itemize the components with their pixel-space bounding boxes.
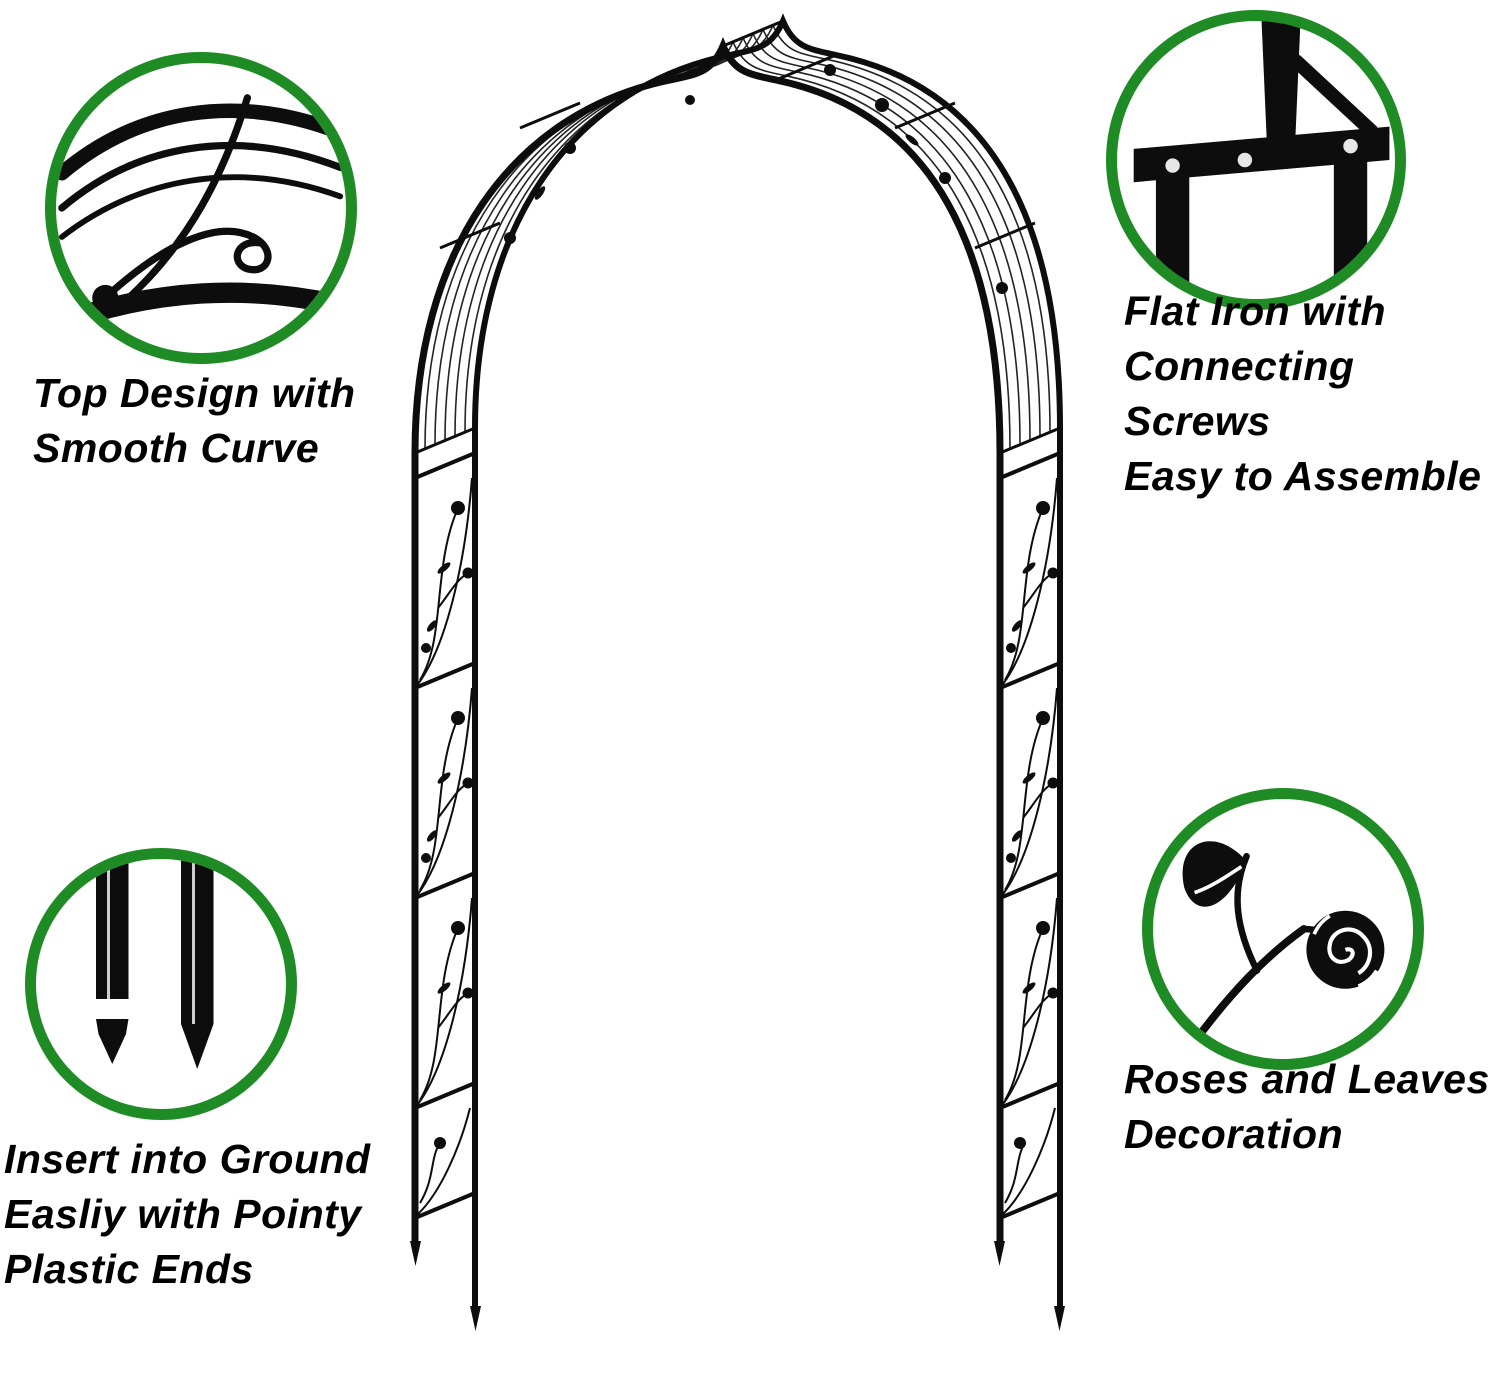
right-leg-vine-roses [1004,501,1059,1204]
caption-flat-iron: Flat Iron with Connecting Screws Easy to… [1124,288,1482,499]
left-leg-vine-roses [419,501,474,1204]
caption-roses-leaves: Roses and Leaves Decoration [1124,1056,1490,1157]
rose-and-leaf-detail-icon [1182,841,1385,1053]
flat-iron-screws-detail-icon [1133,21,1390,299]
front-arch-frame [411,37,1004,1247]
arch-top-curve-detail-icon [56,94,346,335]
back-arch-frame [472,13,1063,1311]
callout-circle-roses-leaves [1142,788,1424,1070]
callout-circle-ground-stakes [25,848,297,1120]
left-leg-trellis-panel [414,451,476,1220]
caption-top-design: Top Design with Smooth Curve [33,370,356,471]
ground-stake-tips [410,1241,1065,1331]
right-leg-trellis-panel [999,451,1061,1220]
callout-circle-flat-iron [1106,10,1406,310]
arch-crown-roses [504,64,1008,294]
callout-circle-top-design [45,52,357,364]
arch-roof-ribs [424,23,1051,449]
caption-ground-stakes: Insert into Ground Easliy with Pointy Pl… [4,1136,371,1292]
garden-arch-trellis-illustration [410,13,1065,1331]
pointy-plastic-ends-detail-icon [96,859,214,1069]
